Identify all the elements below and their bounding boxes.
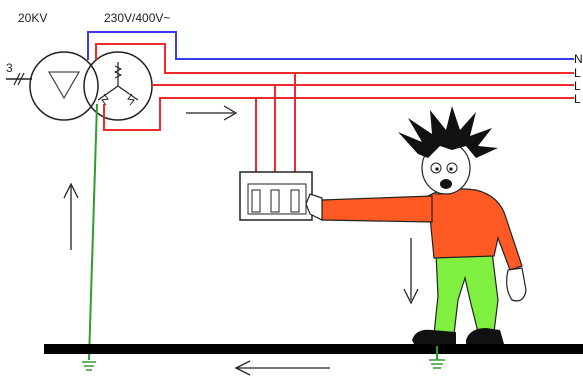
primary-voltage-label: 20KV — [18, 11, 47, 25]
secondary-voltage-label: 230V/400V~ — [104, 11, 170, 25]
earth-wire — [88, 103, 98, 361]
line-label-n: N — [574, 52, 583, 66]
socket-outlet-icon — [239, 171, 313, 221]
left-shoe — [412, 329, 456, 344]
current-arrow-left-icon — [234, 360, 330, 376]
phase-line-l1 — [95, 43, 574, 74]
hand — [305, 193, 323, 221]
current-arrow-down-icon — [403, 238, 419, 305]
other-hand — [506, 267, 527, 302]
earth-symbol-right-icon — [429, 346, 445, 369]
pants — [433, 251, 499, 335]
transformer-icon — [29, 51, 153, 121]
line-label-l3: L — [574, 92, 581, 106]
primary-input-icon: 3 — [6, 61, 32, 86]
phase-count-label: 3 — [6, 61, 13, 75]
spiky-hair — [398, 106, 498, 158]
line-label-l1: L — [574, 66, 581, 80]
current-arrow-up-icon — [63, 182, 79, 250]
ground-bar — [44, 344, 583, 354]
neutral-line — [87, 31, 574, 60]
mouth — [440, 179, 452, 189]
phase-line-l3 — [103, 97, 574, 131]
line-label-l2: L — [574, 79, 581, 93]
earth-symbol-left-icon — [82, 361, 96, 371]
current-arrow-right-icon — [186, 105, 238, 121]
shocked-person-illustration — [305, 106, 527, 344]
right-shoe — [466, 328, 504, 344]
arm — [321, 195, 433, 223]
